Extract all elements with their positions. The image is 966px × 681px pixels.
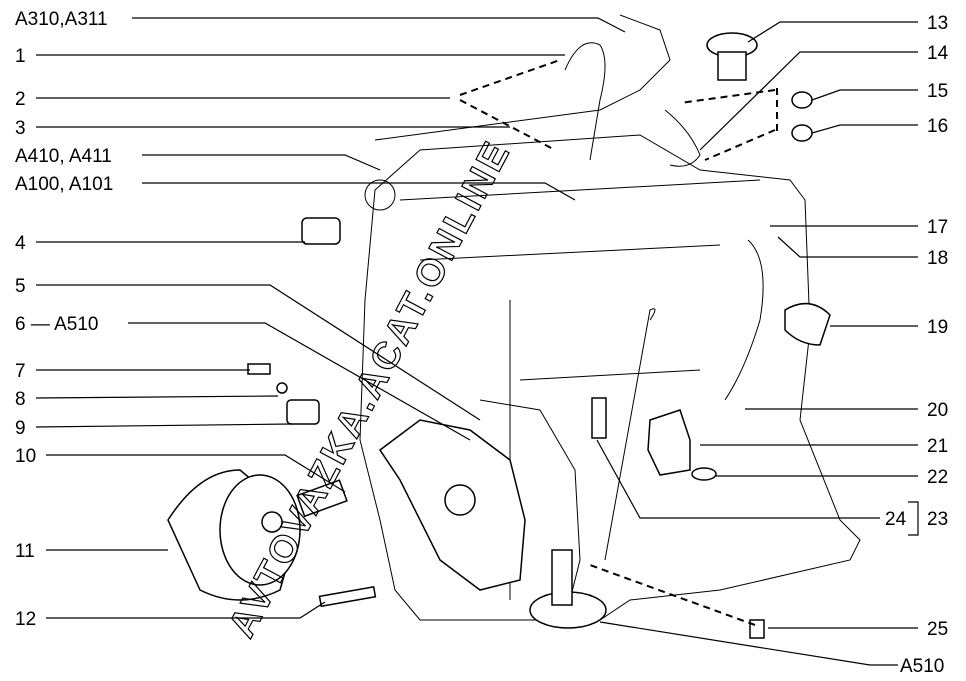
sensor-9	[286, 399, 320, 425]
oil-strainer	[529, 549, 607, 629]
label-10: 10	[15, 446, 36, 467]
clamp-16	[791, 124, 813, 142]
label-16: 16	[927, 116, 948, 137]
left-labels: A310,A311 1 2 3 A410, A411 A100, A101 4 …	[15, 9, 113, 630]
clamp-19	[784, 302, 831, 346]
label-21: 21	[927, 436, 948, 457]
label-11: 11	[15, 541, 35, 562]
label-23: 23	[927, 509, 948, 530]
oil-filter-11	[167, 469, 301, 601]
label-a100-a101: A100, A101	[15, 174, 113, 195]
label-15: 15	[927, 81, 948, 102]
label-25: 25	[927, 619, 948, 640]
label-7: 7	[15, 361, 26, 382]
oil-pump	[378, 399, 581, 601]
right-labels: 13 14 15 16 17 18 19 20 21 22 24 23 25 A…	[885, 13, 949, 677]
label-17: 17	[927, 217, 948, 238]
label-14: 14	[927, 43, 949, 64]
sensor-4	[301, 217, 341, 245]
bolt-7	[247, 363, 271, 375]
label-9: 9	[15, 418, 26, 439]
dipstick	[604, 308, 656, 561]
label-a310-a311: A310,A311	[15, 9, 108, 30]
label-24: 24	[885, 509, 907, 530]
plug-23-24	[591, 397, 607, 439]
fitting-21	[647, 409, 717, 481]
hose-1	[564, 42, 606, 161]
label-20: 20	[927, 400, 948, 421]
label-1: 1	[15, 46, 26, 67]
label-6-a510: 6 — A510	[15, 314, 98, 335]
hose-14	[664, 109, 701, 167]
label-5: 5	[15, 276, 26, 297]
label-a510: A510	[900, 656, 944, 677]
label-a410-a411: A410, A411	[15, 146, 112, 167]
label-8: 8	[15, 389, 26, 410]
washer-8	[276, 382, 288, 394]
clamp-15	[791, 91, 813, 109]
label-12: 12	[15, 609, 36, 630]
bolt-25	[749, 619, 765, 639]
engine-block	[359, 14, 861, 621]
label-4: 4	[15, 233, 26, 254]
oil-cap-13	[706, 32, 758, 81]
label-19: 19	[927, 317, 948, 338]
label-13: 13	[927, 13, 948, 34]
label-18: 18	[927, 248, 948, 269]
bolt-12	[318, 585, 377, 608]
hose-18	[724, 239, 764, 401]
label-3: 3	[15, 118, 26, 139]
label-22: 22	[927, 467, 948, 488]
leader-lines	[35, 17, 919, 666]
label-2: 2	[15, 89, 26, 110]
